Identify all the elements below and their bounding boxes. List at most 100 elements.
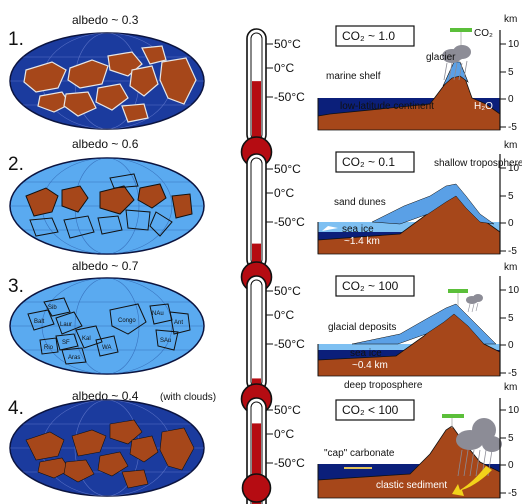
temp-label-zero: 0°C bbox=[274, 427, 294, 441]
temp-label-high: 50°C bbox=[274, 162, 301, 176]
axis-tick: -5 bbox=[508, 368, 517, 379]
ice-sheet bbox=[351, 303, 497, 345]
troposphere-label: shallow troposphere bbox=[434, 158, 522, 169]
clouds-note: (with clouds) bbox=[160, 392, 216, 403]
sea-ice-label: sea ice bbox=[342, 224, 374, 235]
globe-map bbox=[9, 399, 205, 497]
axis-tick: -5 bbox=[508, 246, 517, 257]
continent-name: Balt bbox=[34, 319, 45, 325]
temp-label-low: -50°C bbox=[274, 456, 305, 470]
temp-label-low: -50°C bbox=[274, 337, 305, 351]
glacial-deposits-label: glacial deposits bbox=[328, 322, 396, 333]
continent-outlines bbox=[27, 297, 191, 365]
cap-carbonate-label: "cap" carbonate bbox=[324, 448, 395, 459]
continents bbox=[23, 45, 197, 123]
continent-label: low-latitude continent bbox=[340, 101, 434, 112]
panel-4: 4. albedo ~ 0.4 (with clouds) bbox=[8, 380, 520, 504]
albedo-label: albedo ~ 0.7 bbox=[72, 259, 139, 273]
globe-map bbox=[9, 157, 205, 255]
temp-label-high: 50°C bbox=[274, 37, 301, 51]
axis-unit: km bbox=[504, 140, 517, 151]
panel-number: 2. bbox=[8, 154, 24, 175]
axis-tick: 5 bbox=[508, 433, 514, 444]
axis-tick: 10 bbox=[508, 405, 520, 416]
continent-name: Ant bbox=[174, 320, 183, 326]
axis-tick: 5 bbox=[508, 67, 514, 78]
axis-tick: 10 bbox=[508, 163, 520, 174]
ice-arrow-icon bbox=[322, 226, 338, 231]
co2-gas-label: CO₂ bbox=[474, 28, 493, 39]
cross-section: km 10 5 0 -5 CO₂ ~ 1.0 glacier marine sh… bbox=[317, 14, 520, 133]
axis-tick: 0 bbox=[508, 94, 514, 105]
mercury-column bbox=[252, 243, 261, 265]
thermometer: 50°C 0°C -50°C bbox=[240, 275, 305, 415]
water-label: H₂O bbox=[474, 101, 493, 112]
continent-name: NAu bbox=[152, 311, 164, 317]
ice-sheet bbox=[371, 183, 495, 225]
co2-label: CO₂ < 100 bbox=[342, 403, 399, 417]
marine-shelf-label: marine shelf bbox=[326, 71, 381, 82]
storm-cloud-icon bbox=[456, 418, 502, 477]
temp-label-high: 50°C bbox=[274, 284, 301, 298]
panel-number: 1. bbox=[8, 29, 24, 50]
temp-label-zero: 0°C bbox=[274, 61, 294, 75]
continent-name: Kal bbox=[82, 336, 91, 342]
mercury-column bbox=[252, 378, 261, 387]
rain-cloud-icon bbox=[442, 45, 471, 81]
axis-tick: 0 bbox=[508, 218, 514, 229]
axis-tick: 0 bbox=[508, 340, 514, 351]
co2-label: CO₂ ~ 100 bbox=[342, 279, 399, 293]
temp-label-low: -50°C bbox=[274, 90, 305, 104]
sand-dunes-label: sand dunes bbox=[334, 197, 386, 208]
continent-name: WA bbox=[102, 345, 111, 351]
axis-tick: -5 bbox=[508, 122, 517, 133]
mercury-column bbox=[252, 81, 261, 140]
axis-unit: km bbox=[504, 262, 517, 273]
temp-label-zero: 0°C bbox=[274, 186, 294, 200]
panel-number: 4. bbox=[8, 398, 24, 419]
temp-label-high: 50°C bbox=[274, 403, 301, 417]
co2-box bbox=[335, 25, 415, 47]
glacier-label: glacier bbox=[426, 52, 456, 63]
axis-tick: 10 bbox=[508, 285, 520, 296]
axis-unit: km bbox=[504, 382, 517, 393]
continent-name: SF bbox=[62, 340, 70, 346]
co2-box bbox=[335, 275, 415, 297]
troposphere-label: deep troposphere bbox=[344, 380, 423, 391]
albedo-label: albedo ~ 0.4 bbox=[72, 389, 139, 403]
albedo-label: albedo ~ 0.3 bbox=[72, 13, 139, 27]
continent-name: Sib bbox=[48, 305, 57, 311]
thermometer: 50°C 0°C -50°C bbox=[240, 153, 305, 293]
co2-label: CO₂ ~ 0.1 bbox=[342, 155, 395, 169]
vegetation-icon bbox=[448, 289, 468, 293]
ice-thickness-label: ~1.4 km bbox=[344, 236, 380, 247]
small-cloud-icon bbox=[466, 294, 483, 313]
panel-3: 3. albedo ~ 0.7 bbox=[8, 259, 520, 415]
thermometer: 50°C 0°C -50°C bbox=[240, 28, 305, 168]
globe-map: Sib Balt Laur SF Kal Congo NAu SAu Ant A… bbox=[9, 277, 205, 375]
sea-ice-label: sea ice bbox=[350, 348, 382, 359]
albedo-label: albedo ~ 0.6 bbox=[72, 137, 139, 151]
axis-tick: 5 bbox=[508, 191, 514, 202]
co2-label: CO₂ ~ 1.0 bbox=[342, 29, 395, 43]
vegetation-icon bbox=[450, 28, 472, 32]
axis-tick: 10 bbox=[508, 39, 520, 50]
sediment-arrow-icon bbox=[452, 466, 492, 496]
thermometer: 50°C 0°C -50°C bbox=[241, 397, 305, 504]
continent-name: Aras bbox=[68, 355, 80, 361]
cross-section: km 10 5 0 -5 CO₂ ~ 100 glacial deposits … bbox=[317, 262, 520, 379]
axis-tick: 0 bbox=[508, 460, 514, 471]
axis-tick: -5 bbox=[508, 488, 517, 499]
temp-label-zero: 0°C bbox=[274, 308, 294, 322]
panel-number: 3. bbox=[8, 276, 24, 297]
mercury-column bbox=[252, 423, 261, 504]
panel-1: 1. albedo ~ 0.3 bbox=[8, 13, 520, 168]
globe-map bbox=[9, 32, 205, 130]
thermometer-bulb bbox=[241, 473, 272, 503]
continent-name: Congo bbox=[118, 318, 136, 324]
continent-name: Laur bbox=[60, 322, 72, 328]
cross-section: km 10 5 0 -5 CO₂ ~ 0.1 shallow troposphe… bbox=[317, 140, 522, 257]
vegetation-icon bbox=[442, 414, 464, 418]
ice-thickness-label: ~0.4 km bbox=[352, 360, 388, 371]
continents bbox=[25, 419, 195, 489]
